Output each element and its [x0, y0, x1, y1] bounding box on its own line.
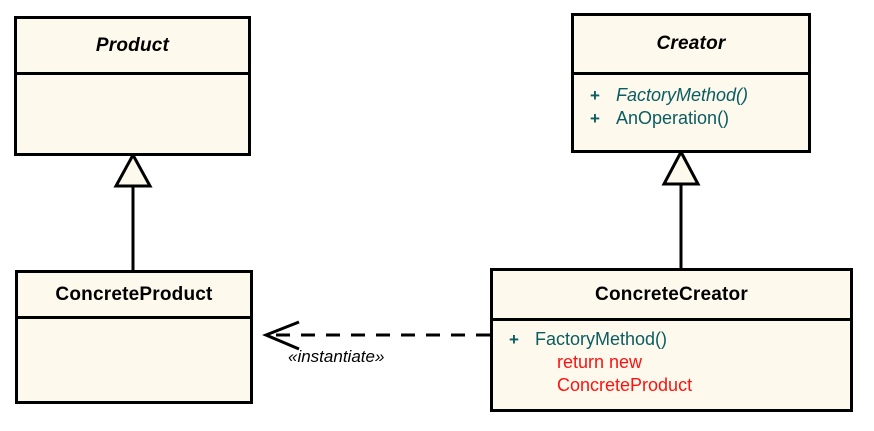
member-row: + FactoryMethod(): [574, 84, 808, 107]
member-signature: FactoryMethod(): [535, 329, 668, 349]
class-member-compartment-product: [17, 72, 248, 153]
class-box-concretecreator[interactable]: ConcreteCreator + FactoryMethod() return…: [490, 268, 853, 412]
class-member-compartment-creator: + FactoryMethod() + AnOperation(): [574, 72, 808, 150]
class-name-concretecreator: ConcreteCreator: [595, 283, 748, 305]
dependency-stereotype-label: «instantiate»: [288, 347, 385, 366]
member-signature: FactoryMethod(): [616, 85, 749, 105]
member-visibility: +: [590, 86, 600, 105]
class-name-concreteproduct: ConcreteProduct: [55, 283, 213, 305]
class-name-creator: Creator: [656, 33, 726, 54]
member-visibility: +: [509, 330, 519, 349]
class-member-compartment-concreteproduct: [18, 316, 250, 401]
class-name-product: Product: [95, 34, 170, 56]
class-name-compartment-creator: Creator: [574, 16, 808, 72]
class-name-compartment-concretecreator: ConcreteCreator: [493, 271, 850, 318]
member-signature: AnOperation(): [616, 108, 730, 128]
member-row: + AnOperation(): [574, 107, 808, 130]
class-box-product[interactable]: Product: [14, 16, 251, 156]
class-name-compartment-product: Product: [17, 19, 248, 72]
member-note-line: return new: [557, 352, 643, 372]
class-box-creator[interactable]: Creator + FactoryMethod() + AnOperation(…: [571, 13, 811, 153]
generalization-concreteproduct-to-product: [113, 151, 153, 270]
dependency-instantiate: [262, 320, 490, 351]
generalization-concretecreator-to-creator: [661, 148, 701, 268]
class-box-concreteproduct[interactable]: ConcreteProduct: [15, 270, 253, 404]
class-member-compartment-concretecreator: + FactoryMethod() return new ConcretePro…: [493, 318, 850, 409]
member-visibility: +: [590, 109, 600, 128]
member-row: + FactoryMethod(): [493, 328, 850, 351]
member-note-line: ConcreteProduct: [557, 375, 693, 395]
class-name-compartment-concreteproduct: ConcreteProduct: [18, 273, 250, 316]
